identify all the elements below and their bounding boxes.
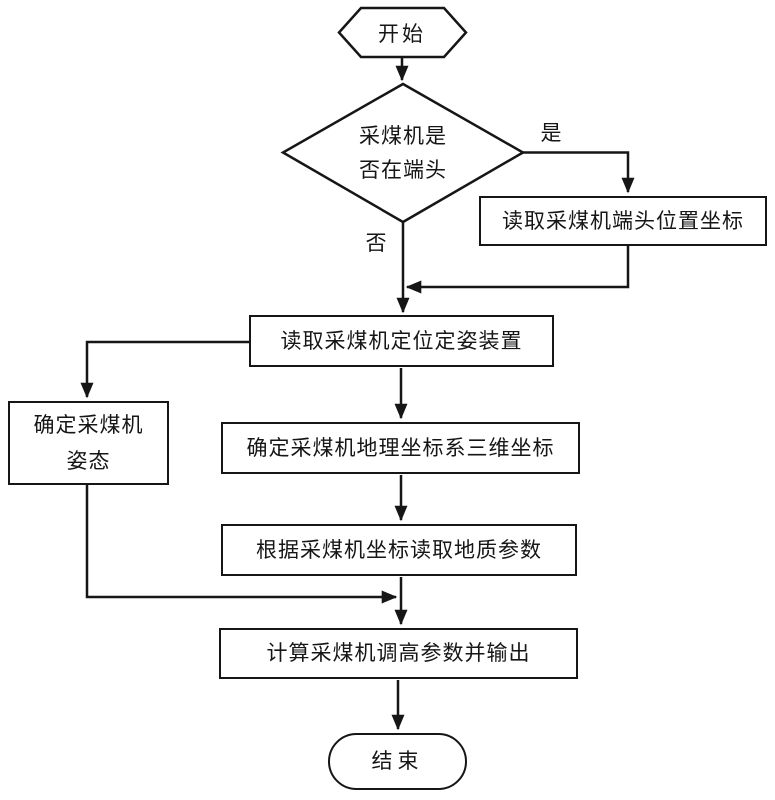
process-determine-attitude: 确定采煤机 姿态 xyxy=(8,401,169,485)
decision-label-line1: 采煤机是 xyxy=(359,124,447,148)
process-read-positioning-device: 读取采煤机定位定姿装置 xyxy=(249,315,554,367)
connector-endposition-merge xyxy=(405,246,630,294)
branch-label-no: 否 xyxy=(365,231,387,255)
branch-label-yes: 是 xyxy=(540,121,562,145)
connector-to-attitude xyxy=(80,340,250,399)
decision-node-label: 采煤机是 否在端头 xyxy=(303,118,503,188)
attitude-label-line1: 确定采煤机 xyxy=(33,413,144,437)
process-read-geology-params: 根据采煤机坐标读取地质参数 xyxy=(221,524,577,576)
connector-attitude-merge xyxy=(85,484,398,604)
connector-yes-branch xyxy=(523,151,635,194)
process-determine-geo-coords: 确定采煤机地理坐标系三维坐标 xyxy=(221,422,580,474)
process-calc-height-output: 计算采煤机调高参数并输出 xyxy=(219,628,578,679)
attitude-label-line2: 姿态 xyxy=(66,449,111,473)
start-node-label: 开始 xyxy=(378,21,426,46)
decision-label-line2: 否在端头 xyxy=(359,158,447,182)
start-hexagon-shape xyxy=(337,6,468,59)
end-node: 结束 xyxy=(328,733,467,790)
process-read-end-position: 读取采煤机端头位置坐标 xyxy=(479,196,767,246)
